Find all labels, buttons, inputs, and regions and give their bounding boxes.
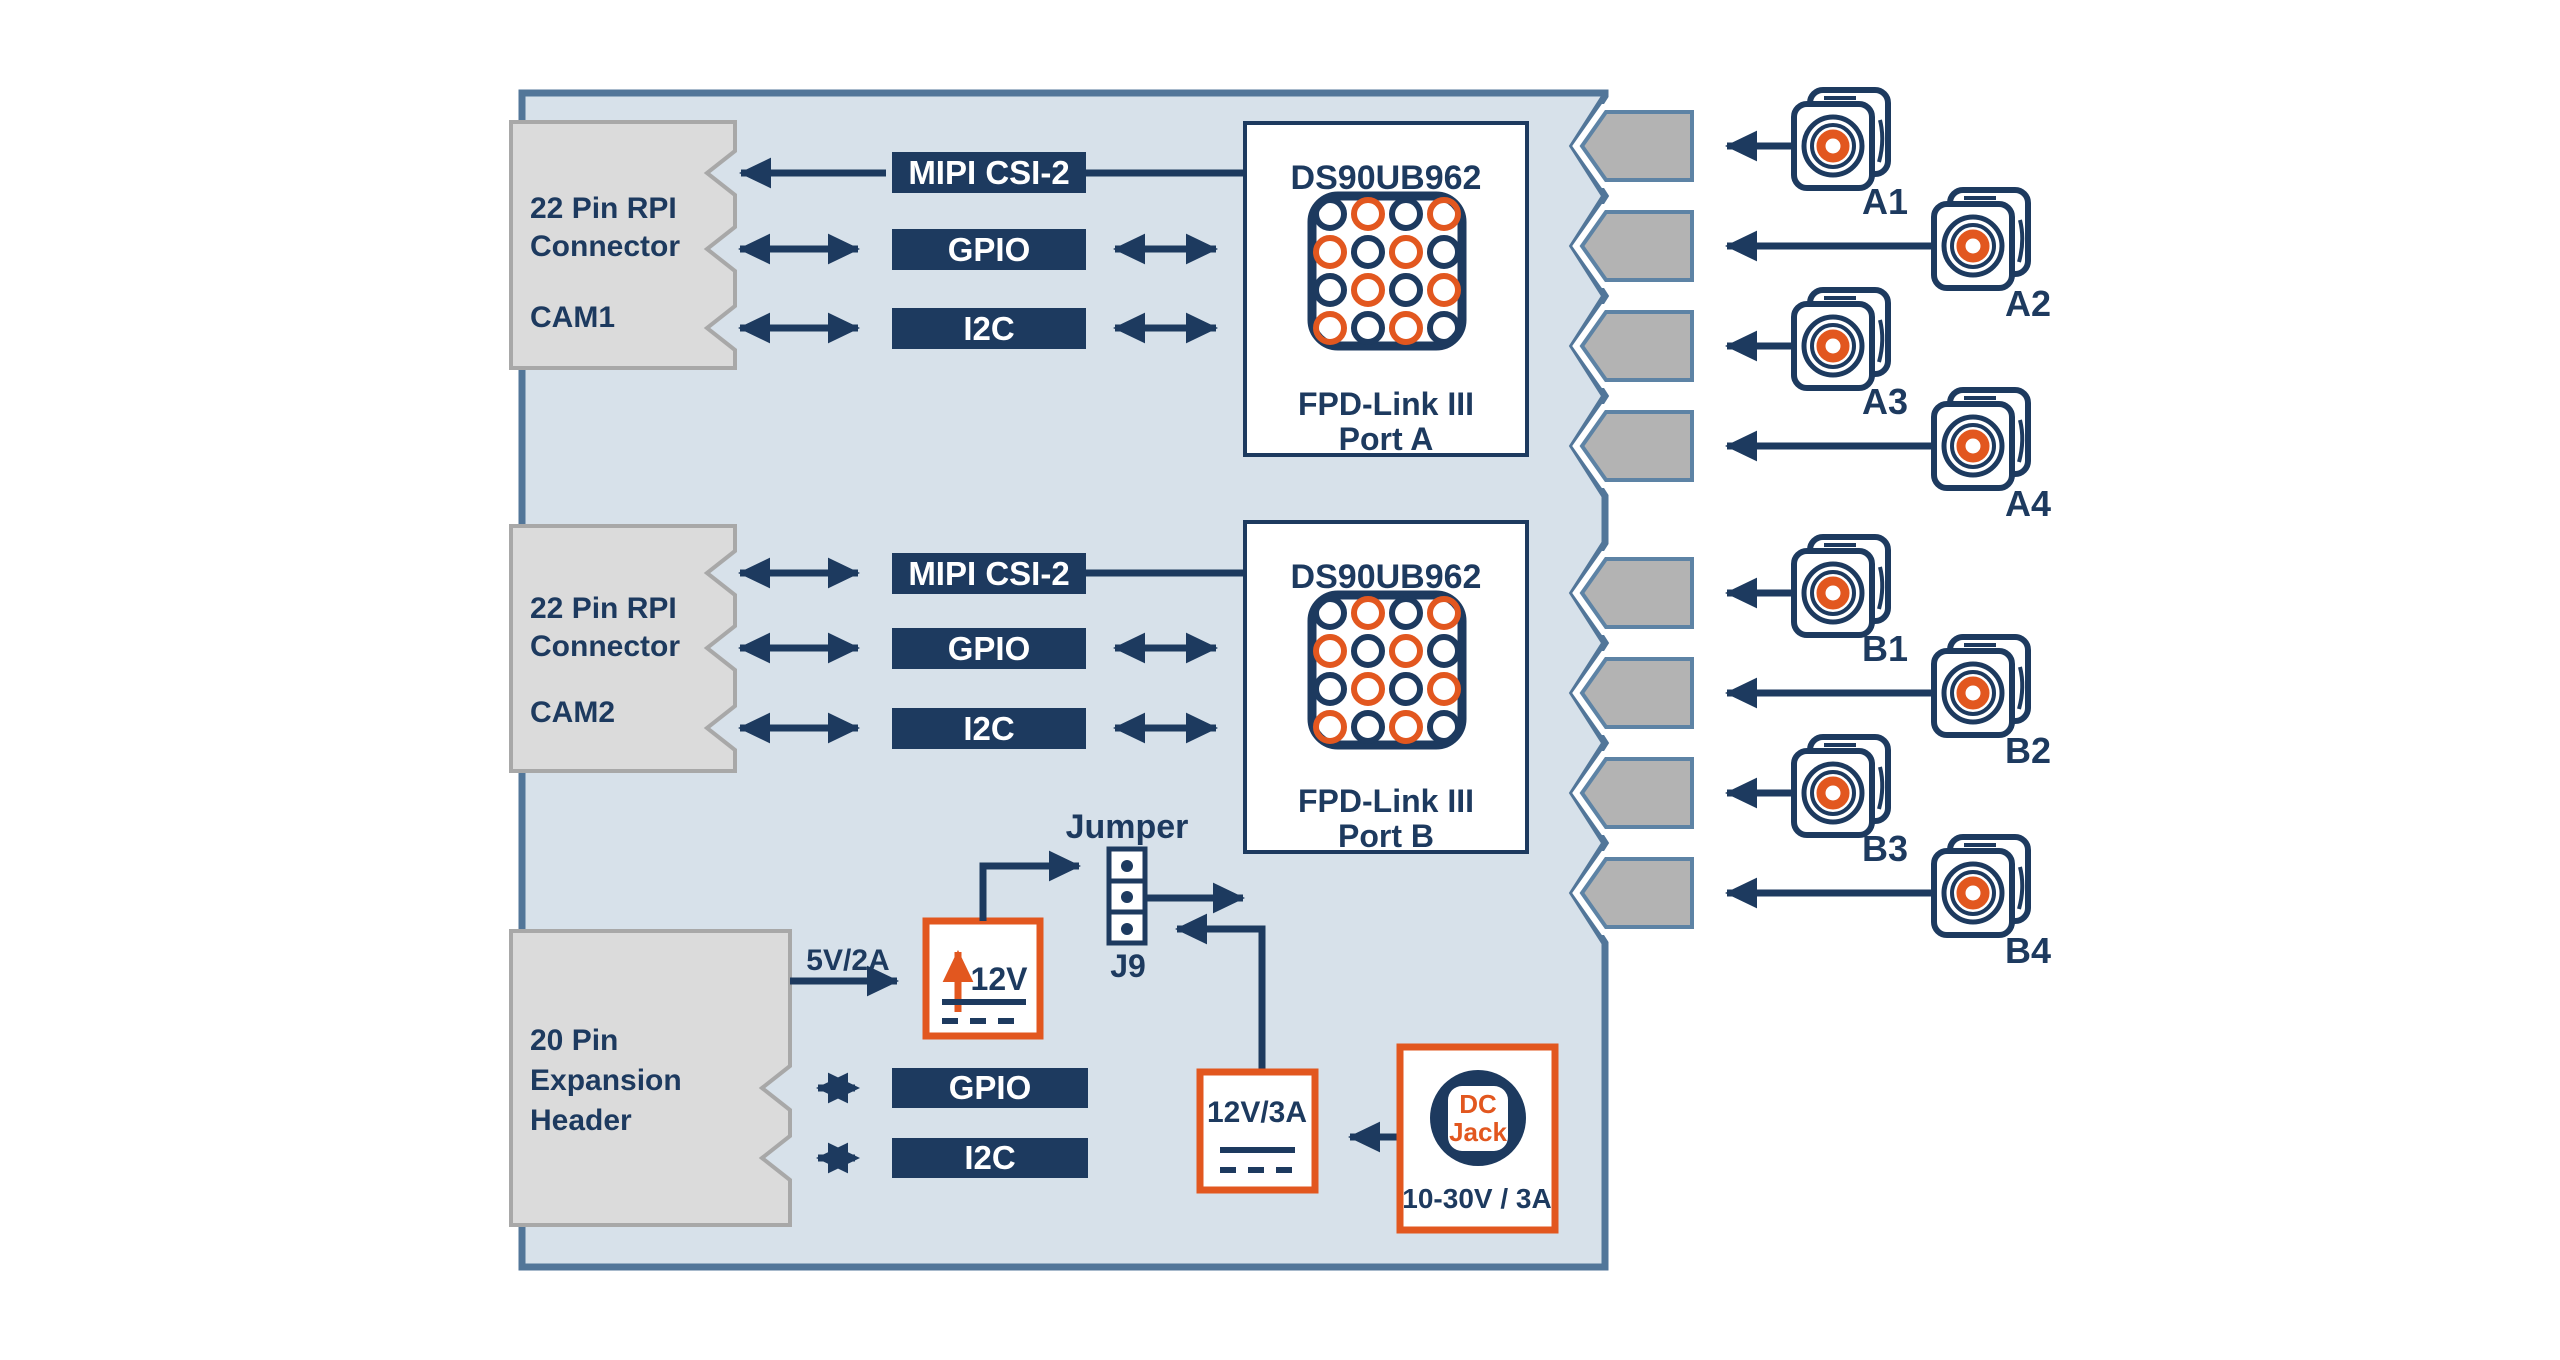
cam1-connector-shape: [509, 120, 737, 370]
cam2-connector-line2: Connector: [530, 630, 680, 663]
cam2-mipi-label: MIPI CSI-2: [908, 555, 1069, 592]
dc-jack-label-line2: Jack: [1449, 1117, 1507, 1147]
dc-jack-icon: DC Jack 10-30V / 3A: [1396, 1043, 1559, 1234]
expansion-gpio-label-box: [892, 1068, 1088, 1108]
jumper-title: Jumper: [1066, 808, 1189, 846]
expansion-gpio-label: GPIO: [949, 1069, 1032, 1106]
cam2-gpio-label-box: [892, 628, 1086, 669]
camera-icon: [1934, 637, 2028, 735]
camera-label-b2: B2: [2005, 730, 2051, 771]
dc-jack-label-line1: DC: [1459, 1089, 1497, 1119]
expansion-header-shape: [509, 929, 792, 1227]
jumper-3pin-icon: [1106, 846, 1148, 946]
camera-icon: [1794, 737, 1888, 835]
cam1-gpio-label-box: [892, 229, 1086, 270]
port-b-tech-label: FPD-Link III: [1298, 783, 1474, 819]
dc-jack-pin-hole: [1448, 1086, 1508, 1151]
expansion-header-line2: Expansion: [530, 1064, 682, 1097]
cam2-gpio-label: GPIO: [948, 630, 1031, 667]
camera-icon: [1934, 837, 2028, 935]
dc-regulator-icon: 12V/3A: [1196, 1068, 1319, 1194]
dc-jack-rating: 10-30V / 3A: [1402, 1183, 1551, 1214]
supply-5v-label: 5V/2A: [806, 944, 889, 977]
expansion-header-line3: Header: [530, 1104, 632, 1137]
fpd-link-pin-grid-icon: [1312, 196, 1462, 346]
camera-icon: [1794, 90, 1888, 188]
port-connector-b2: [1582, 659, 1692, 727]
port-connector-a3: [1582, 312, 1692, 380]
fpd-link-pin-grid-icon: [1312, 595, 1462, 745]
camera-label-b1: B1: [1862, 628, 1908, 669]
boost-12v-regulator-icon: 12V: [922, 917, 1044, 1040]
camera-label-a3: A3: [1862, 381, 1908, 422]
cam1-i2c-label: I2C: [963, 310, 1014, 347]
port-connector-a1: [1582, 112, 1692, 180]
camera-label-a2: A2: [2005, 283, 2051, 324]
cam2-i2c-label-box: [892, 708, 1086, 749]
jumper-pin-dot: [1121, 923, 1133, 935]
port-a-part-number: DS90UB962: [1291, 159, 1482, 197]
camera-label-b3: B3: [1862, 828, 1908, 869]
camera-label-b4: B4: [2005, 930, 2051, 971]
cam2-mipi-label-box: [892, 553, 1086, 594]
port-a-tech-label: FPD-Link III: [1298, 386, 1474, 422]
port-connector-b4: [1582, 859, 1692, 927]
cam2-connector-name: CAM2: [530, 696, 615, 729]
cam1-connector-line2: Connector: [530, 230, 680, 263]
port-a-name: Port A: [1339, 421, 1434, 457]
expansion-header-line1: 20 Pin: [530, 1024, 618, 1057]
cam1-gpio-label: GPIO: [948, 231, 1031, 268]
port-b-part-number: DS90UB962: [1291, 558, 1482, 596]
jumper-pin-dot: [1121, 891, 1133, 903]
cam2-connector-shape: [509, 524, 737, 773]
camera-icon: [1934, 190, 2028, 288]
camera-icon: [1794, 290, 1888, 388]
cam2-i2c-label: I2C: [963, 710, 1014, 747]
port-connector-a4: [1582, 412, 1692, 480]
cam2-connector-line1: 22 Pin RPI: [530, 592, 677, 625]
cam1-connector-line1: 22 Pin RPI: [530, 192, 677, 225]
expansion-i2c-label: I2C: [964, 1139, 1015, 1176]
port-connector-b1: [1582, 559, 1692, 627]
camera-icon: [1934, 390, 2028, 488]
cam1-connector-name: CAM1: [530, 301, 615, 334]
cam1-i2c-label-box: [892, 308, 1086, 349]
cam1-mipi-label-box: [892, 152, 1086, 193]
jumper-pin-dot: [1121, 860, 1133, 872]
dc-regulator-label: 12V/3A: [1207, 1096, 1307, 1129]
camera-label-a1: A1: [1862, 181, 1908, 222]
port-connector-a2: [1582, 212, 1692, 280]
cam1-mipi-label: MIPI CSI-2: [908, 154, 1069, 191]
camera-icon: [1794, 537, 1888, 635]
port-connector-b3: [1582, 759, 1692, 827]
port-b-name: Port B: [1338, 818, 1434, 854]
boost-output-label: 12V: [971, 961, 1029, 997]
expansion-i2c-label-box: [892, 1138, 1088, 1178]
boost-to-jumper-wire: [979, 850, 1082, 921]
reg-to-jumper-wire: [1174, 913, 1266, 1072]
camera-label-a4: A4: [2005, 483, 2051, 524]
jumper-ref-label: J9: [1110, 948, 1146, 984]
